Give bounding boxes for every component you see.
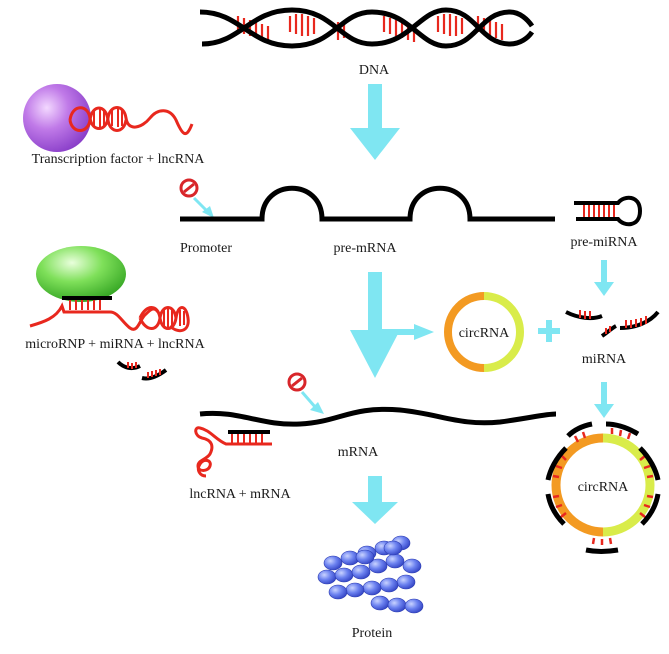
- plus-sign: [538, 320, 560, 342]
- circrna-center: [444, 292, 524, 372]
- inhibit-icon: [287, 372, 307, 392]
- micro-rnp-complex: [29, 296, 190, 333]
- pre-mrna-strand: [180, 185, 555, 222]
- flow-arrow-icon: [350, 272, 434, 378]
- pre-mirna-hairpin: [574, 195, 643, 227]
- lncrna-mrna-complex: [194, 426, 272, 478]
- micro-rnp: [36, 246, 126, 302]
- flow-arrow-icon: [594, 260, 614, 296]
- dna-helix: [199, 7, 535, 49]
- transcription-factor: [23, 84, 91, 152]
- pre-mrna-label: pre-mRNA: [334, 241, 398, 256]
- flow-arrow-icon: [352, 476, 398, 524]
- lncrna-tf: [68, 106, 194, 135]
- mirna-label: miRNA: [582, 352, 627, 367]
- mrna-strand: [199, 406, 557, 427]
- circrna-bound-label: circRNA: [578, 480, 629, 495]
- micro-rnp-label: microRNP + miRNA + lncRNA: [25, 337, 205, 352]
- mrna-label: mRNA: [338, 445, 379, 460]
- pre-mirna-label: pre-miRNA: [571, 235, 639, 250]
- lncrna-mrna-label: lncRNA + mRNA: [189, 487, 291, 502]
- mirna-fragments-left: [116, 360, 168, 381]
- flow-arrow-icon: [300, 391, 324, 414]
- dna-label: DNA: [359, 63, 390, 78]
- protein-label: Protein: [352, 626, 392, 641]
- mirna-fragments-right: [565, 310, 660, 338]
- promoter-label: Promoter: [180, 241, 232, 256]
- flow-arrow-icon: [350, 84, 400, 160]
- flow-arrow-icon: [594, 382, 614, 418]
- circrna-sponge: [545, 421, 661, 554]
- inhibit-icon: [179, 178, 199, 198]
- circrna-center-label: circRNA: [459, 326, 510, 341]
- protein-cluster: [317, 535, 424, 614]
- tf-lncrna-label: Transcription factor + lncRNA: [32, 152, 206, 167]
- flow-arrow-icon: [192, 196, 214, 218]
